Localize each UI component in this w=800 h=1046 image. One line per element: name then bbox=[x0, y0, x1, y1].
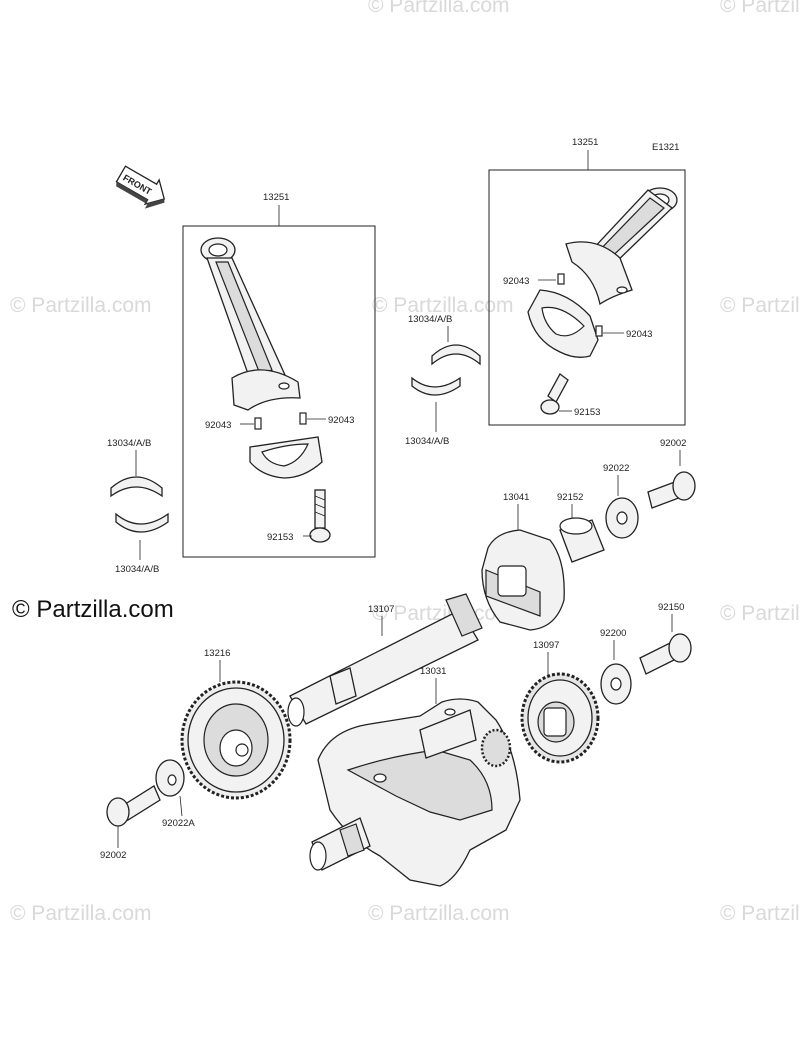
part-label-washer-mid: 92200 bbox=[600, 628, 626, 639]
watermark-text: © Partzilla.com bbox=[372, 294, 514, 317]
part-label-gear-left: 13216 bbox=[204, 648, 230, 659]
watermark-text: © Partzilla.com bbox=[720, 902, 800, 925]
watermark-logo-text: © Partzilla.com bbox=[12, 596, 174, 623]
watermark-text: © Partzilla.com bbox=[10, 294, 152, 317]
crankshaft bbox=[309, 698, 521, 887]
part-label-gear-right: 13097 bbox=[533, 640, 559, 651]
watermark-text: © Partzilla.com bbox=[10, 902, 152, 925]
idler-gear-right bbox=[520, 672, 600, 764]
part-label-crankshaft: 13031 bbox=[420, 666, 446, 677]
watermark-text: © Partzilla.com bbox=[368, 0, 510, 17]
conrod-right-box bbox=[488, 169, 686, 426]
bearing-shell-b2 bbox=[411, 376, 461, 396]
part-label-collar: 92152 bbox=[557, 492, 583, 503]
bearing-shell-a1 bbox=[110, 476, 163, 498]
connecting-rod-right bbox=[565, 187, 678, 306]
part-label-bearing-a1: 13034/A/B bbox=[107, 438, 151, 449]
flange-bolt-top bbox=[647, 471, 696, 509]
collar bbox=[559, 517, 605, 563]
part-label-washer-top: 92022 bbox=[603, 463, 629, 474]
washer-mid bbox=[600, 663, 632, 705]
part-label-dowel-l2: 92043 bbox=[328, 415, 354, 426]
part-label-bolt-l: 92153 bbox=[267, 532, 293, 543]
part-label-dowel-r2: 92043 bbox=[626, 329, 652, 340]
part-label-bolt-mid: 92150 bbox=[658, 602, 684, 613]
watermark-text: © Partzilla.com bbox=[720, 0, 800, 17]
part-label-bolt-r: 92153 bbox=[574, 407, 600, 418]
front-arrow-icon: FRONT bbox=[115, 165, 166, 209]
part-label-dowel-r1: 92043 bbox=[503, 276, 529, 287]
part-label-shaft: 13107 bbox=[368, 604, 394, 615]
watermark-text: © Partzilla.com bbox=[720, 602, 800, 625]
rotor bbox=[481, 529, 565, 631]
bearing-shell-a2 bbox=[115, 512, 169, 533]
part-label-conrod-left: 13251 bbox=[263, 192, 289, 203]
part-label-conrod-right: 13251 bbox=[572, 137, 598, 148]
dowel-pin-l1 bbox=[254, 417, 262, 430]
watermark-text: © Partzilla.com bbox=[368, 902, 510, 925]
part-label-rotor: 13041 bbox=[503, 492, 529, 503]
dowel-pin-r2 bbox=[595, 325, 603, 337]
part-label-bearing-a2: 13034/A/B bbox=[115, 564, 159, 575]
part-label-bearing-b2: 13034/A/B bbox=[405, 436, 449, 447]
diagram-code: E1321 bbox=[652, 142, 679, 153]
washer-top bbox=[605, 497, 639, 539]
rod-bolt-right bbox=[540, 373, 569, 415]
output-shaft bbox=[287, 593, 483, 727]
part-label-washer-bottom: 92022A bbox=[162, 818, 195, 829]
flange-bolt-mid bbox=[639, 633, 692, 675]
washer-bottom bbox=[155, 759, 185, 797]
watermark-text: © Partzilla.com bbox=[720, 294, 800, 317]
part-label-bolt-bottom: 92002 bbox=[100, 850, 126, 861]
part-label-bearing-b1: 13034/A/B bbox=[408, 314, 452, 325]
flange-bolt-bottom bbox=[106, 785, 161, 827]
dowel-pin-r1 bbox=[557, 273, 565, 285]
rod-bolt-left bbox=[309, 489, 331, 543]
part-label-bolt-top: 92002 bbox=[660, 438, 686, 449]
connecting-rod-left bbox=[200, 237, 301, 411]
watermark-group: © Partzilla.com © Partzilla.com © Partzi… bbox=[10, 0, 800, 925]
bearing-shell-b1 bbox=[431, 344, 481, 366]
dowel-pin-l2 bbox=[299, 412, 307, 425]
starter-gear-left bbox=[180, 680, 292, 800]
part-label-dowel-l1: 92043 bbox=[205, 420, 231, 431]
